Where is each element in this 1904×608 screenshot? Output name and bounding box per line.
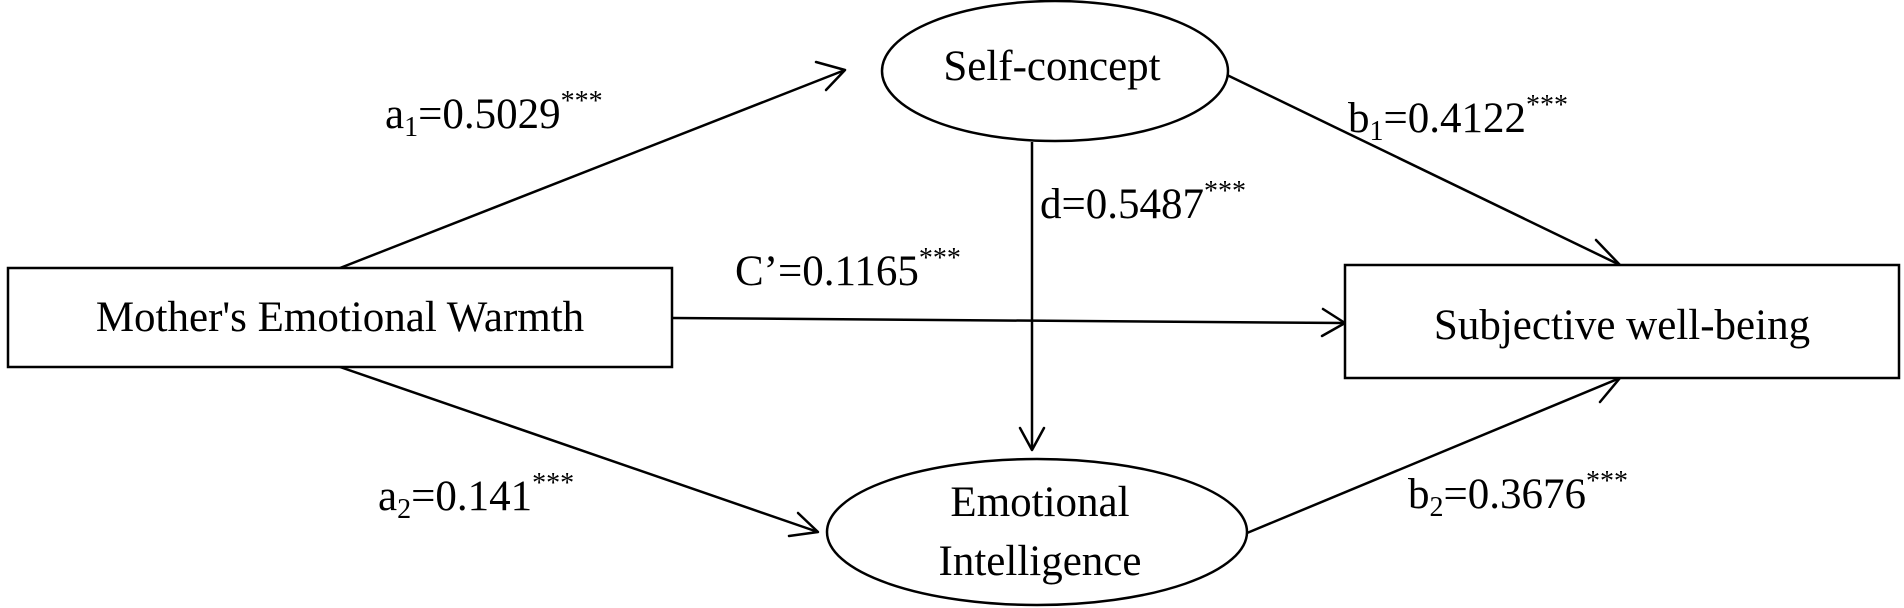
edge-b1 [1226,73,1621,267]
path-label-a1: a1=0.5029*** [385,86,603,143]
edge-c-prime [671,316,1346,325]
path-label-d: d=0.5487*** [1040,176,1246,228]
edge-a1 [339,68,846,270]
node-label-wellbeing: Subjective well-being [1434,302,1810,349]
path-label-a2: a2=0.141*** [378,468,574,525]
edge-a2 [339,365,819,534]
arrowhead-a1 [814,60,847,92]
arrowhead-d [1018,426,1046,452]
node-label-emotional-intelligence-line2: Intelligence [939,538,1142,585]
node-ellipse-emotional-intelligence [825,457,1249,607]
path-label-b1: b1=0.4122*** [1348,90,1568,147]
node-label-self-concept: Self-concept [943,43,1160,90]
arrowhead-a2 [787,511,820,538]
node-label-mother: Mother's Emotional Warmth [96,294,584,341]
path-label-c-prime: C’=0.1165*** [735,243,961,295]
node-box-wellbeing [1343,263,1901,380]
node-ellipse-self-concept [880,0,1230,143]
node-label-emotional-intelligence-line1: Emotional [950,479,1129,526]
edge-b2 [1246,376,1621,535]
path-label-b2: b2=0.3676*** [1408,466,1628,523]
node-box-mother [6,266,674,369]
